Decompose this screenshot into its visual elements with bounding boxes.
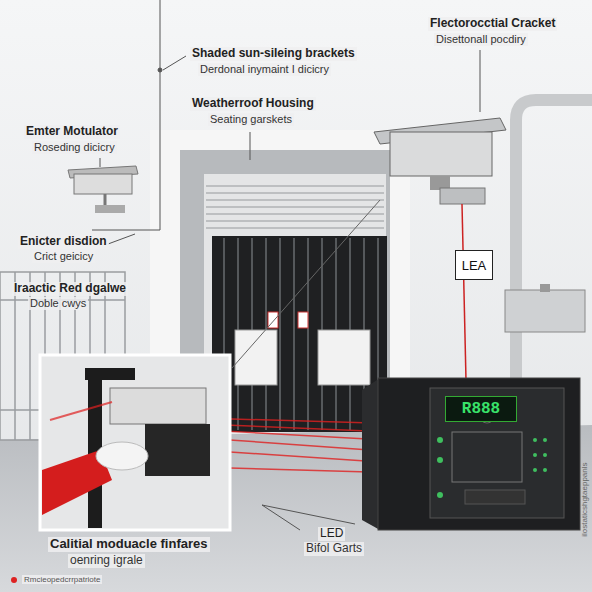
callout-label: Derdonal inymaint I dicicry — [198, 63, 331, 76]
watermark: ilostaticshgtaeppanls — [579, 461, 588, 539]
callout-label: Calitial moduacle finfares — [48, 537, 210, 552]
junction-box — [505, 284, 585, 332]
callout-label: Enicter disdion — [18, 235, 109, 249]
callout-label: Doble cwys — [28, 297, 88, 310]
right-housing — [374, 118, 506, 380]
led-display: R888 — [445, 396, 517, 422]
node-text: LEA — [462, 258, 487, 273]
left-camera — [68, 166, 138, 213]
callout-label: Bifol Garts — [304, 542, 364, 556]
callout-label: Weatherroof Housing — [190, 97, 316, 111]
callout-label: LED — [318, 527, 345, 541]
leader-lines — [92, 0, 480, 530]
pipe — [516, 100, 592, 410]
callout-label: Disettonall pocdiry — [434, 33, 528, 46]
logo-dot — [11, 577, 17, 583]
callout-label: Rmcieopedcrrpatriote — [22, 575, 102, 584]
callout-label: oenring igrale — [68, 554, 145, 568]
wall-sign: LEA — [455, 250, 493, 280]
node-text: R888 — [462, 400, 500, 418]
callout-label: Flectorocctial Cracket — [428, 17, 557, 31]
callout-label: Seating garskets — [208, 113, 294, 126]
callout-label: Iraactic Red dgalwe — [12, 282, 128, 296]
callout-label: Roseding dicicry — [32, 141, 117, 154]
inset-photo — [40, 355, 230, 530]
callout-label: Shaded sun-sileing brackets — [190, 47, 357, 61]
callout-label: Crict geicicy — [32, 250, 95, 263]
control-cabinet — [362, 378, 580, 530]
callout-label: Emter Motulator — [24, 125, 120, 139]
